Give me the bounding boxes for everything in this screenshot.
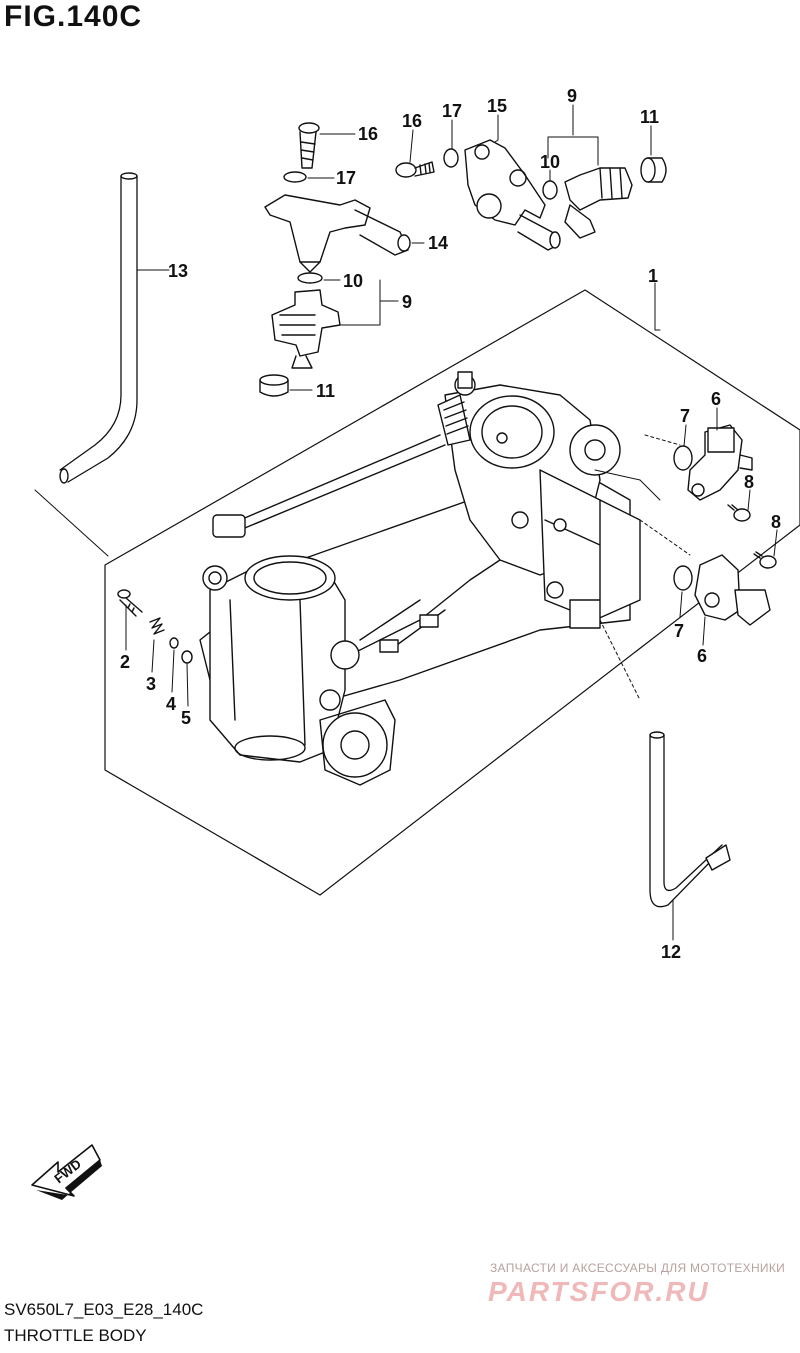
bolt-part-8-lower bbox=[753, 551, 777, 569]
callout-8-lower: 8 bbox=[771, 512, 781, 532]
fwd-arrow-icon: FWD bbox=[31, 1144, 102, 1200]
callout-16-right: 16 bbox=[402, 111, 422, 131]
hose-part-13 bbox=[59, 172, 138, 484]
callout-5: 5 bbox=[181, 708, 191, 728]
injector-holder-part-15 bbox=[464, 139, 561, 251]
callout-15: 15 bbox=[487, 96, 507, 116]
watermark-tagline: ЗАПЧАСТИ И АКСЕССУАРЫ ДЛЯ МОТОТЕХНИКИ bbox=[490, 1261, 786, 1275]
injector-part-9-left bbox=[271, 289, 341, 369]
o-ring-part-7-upper bbox=[673, 445, 693, 471]
callout-8-upper: 8 bbox=[744, 472, 754, 492]
washer-part-17-right bbox=[443, 148, 459, 168]
callout-10-right: 10 bbox=[540, 152, 560, 172]
callout-17-right: 17 bbox=[442, 101, 462, 121]
callout-7-upper: 7 bbox=[680, 406, 690, 426]
callout-12: 12 bbox=[661, 942, 681, 962]
cap-part-11-left bbox=[259, 374, 289, 397]
callout-9-right: 9 bbox=[567, 86, 577, 106]
callout-11-left: 11 bbox=[316, 381, 335, 401]
leader-lines bbox=[125, 104, 778, 941]
sensor-part-6-upper bbox=[687, 424, 753, 501]
o-ring-part-10-left bbox=[297, 272, 323, 284]
diagram-code: SV650L7_E03_E28_140C bbox=[4, 1300, 204, 1319]
washer-part-17-left bbox=[283, 171, 307, 183]
callout-9-left: 9 bbox=[402, 292, 412, 312]
screw-part-2 bbox=[117, 589, 143, 617]
assembly-frame bbox=[104, 289, 800, 896]
callout-11-right: 11 bbox=[640, 107, 659, 127]
callout-4: 4 bbox=[166, 694, 176, 714]
diagram-caption: THROTTLE BODY bbox=[4, 1326, 147, 1345]
callout-2: 2 bbox=[120, 652, 130, 672]
o-ring-part-7-lower bbox=[673, 565, 693, 591]
callout-10-left: 10 bbox=[343, 271, 363, 291]
hose-part-12 bbox=[649, 731, 731, 908]
o-ring-part-5 bbox=[181, 650, 193, 664]
callout-16-left: 16 bbox=[358, 124, 378, 144]
bolt-part-8-upper bbox=[727, 504, 751, 522]
callout-17-left: 17 bbox=[336, 168, 356, 188]
figure-title: FIG.140C bbox=[4, 0, 143, 33]
washer-part-4 bbox=[169, 637, 179, 649]
spring-part-3 bbox=[149, 617, 165, 635]
injector-holder-part-14 bbox=[264, 194, 411, 273]
throttle-body-assembly bbox=[199, 371, 661, 786]
screw-part-16-left bbox=[298, 122, 320, 169]
screw-part-16-right bbox=[395, 161, 435, 178]
watermark-logo: PARTSFOR.RU bbox=[488, 1276, 710, 1307]
callout-7-lower: 7 bbox=[674, 621, 684, 641]
cap-part-11-right bbox=[640, 157, 667, 183]
callout-6-upper: 6 bbox=[711, 389, 721, 409]
callout-14: 14 bbox=[428, 233, 448, 253]
callout-6-lower: 6 bbox=[697, 646, 707, 666]
sensor-part-6-lower bbox=[694, 554, 771, 626]
callout-1: 1 bbox=[648, 266, 658, 286]
callout-labels: 1 2 3 4 5 6 6 7 7 8 8 9 9 10 10 11 11 12… bbox=[120, 86, 781, 962]
callout-13: 13 bbox=[168, 261, 188, 281]
o-ring-part-10-right bbox=[542, 180, 558, 200]
injector-part-9-right bbox=[564, 167, 633, 239]
callout-3: 3 bbox=[146, 674, 156, 694]
